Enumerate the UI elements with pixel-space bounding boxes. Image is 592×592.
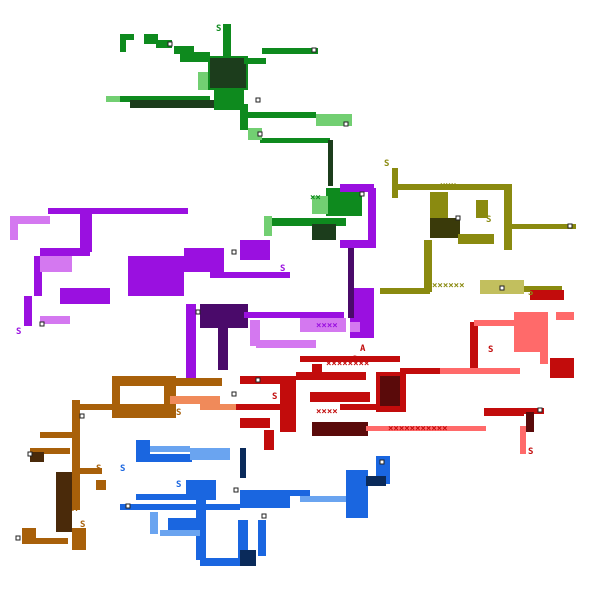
marker-s: S <box>352 208 357 218</box>
svg-text:××××: ×××× <box>316 407 338 417</box>
x-strip-markers: ×××××× ×××××××× ×××× ×××× ××××××××××× ××… <box>310 181 465 434</box>
region-green <box>110 24 362 240</box>
marker-s: S <box>176 408 181 418</box>
marker-s: S <box>488 345 493 355</box>
region-blue-light <box>150 446 346 536</box>
svg-text:××: ×× <box>310 193 321 203</box>
svg-text:××××××: ×××××× <box>432 281 465 291</box>
marker-s: S <box>176 480 181 490</box>
marker-a: A <box>360 344 366 354</box>
region-blue <box>120 440 390 566</box>
marker-s: S <box>216 24 221 34</box>
marker-s: S <box>352 355 357 365</box>
marker-s: S <box>120 464 125 474</box>
region-red-light <box>366 312 574 454</box>
marker-s: S <box>384 159 389 169</box>
marker-s: S <box>528 447 533 457</box>
marker-a: A <box>72 504 78 514</box>
marker-s: S <box>16 327 21 337</box>
svg-text:××××××××: ×××××××× <box>326 359 369 369</box>
marker-s: S <box>272 392 277 402</box>
marker-s: S <box>486 215 491 225</box>
region-green-light <box>106 72 352 236</box>
region-purple <box>24 184 376 380</box>
region-purple-light <box>10 216 360 348</box>
region-orange-light <box>170 396 236 410</box>
marker-s: S <box>80 520 85 530</box>
letter-markers: S S S S S S S S S S S S S S S S A A <box>16 24 533 530</box>
region-olive <box>380 168 576 294</box>
marker-s: S <box>96 464 101 474</box>
svg-text:×××: ××× <box>440 181 456 191</box>
region-red <box>230 290 574 450</box>
marker-s: S <box>528 288 533 298</box>
door-markers <box>15 41 573 541</box>
marker-s: S <box>280 264 285 274</box>
region-orange <box>22 376 222 550</box>
svg-text:×××××××××××: ××××××××××× <box>388 424 448 434</box>
svg-text:××××: ×××× <box>316 321 338 331</box>
